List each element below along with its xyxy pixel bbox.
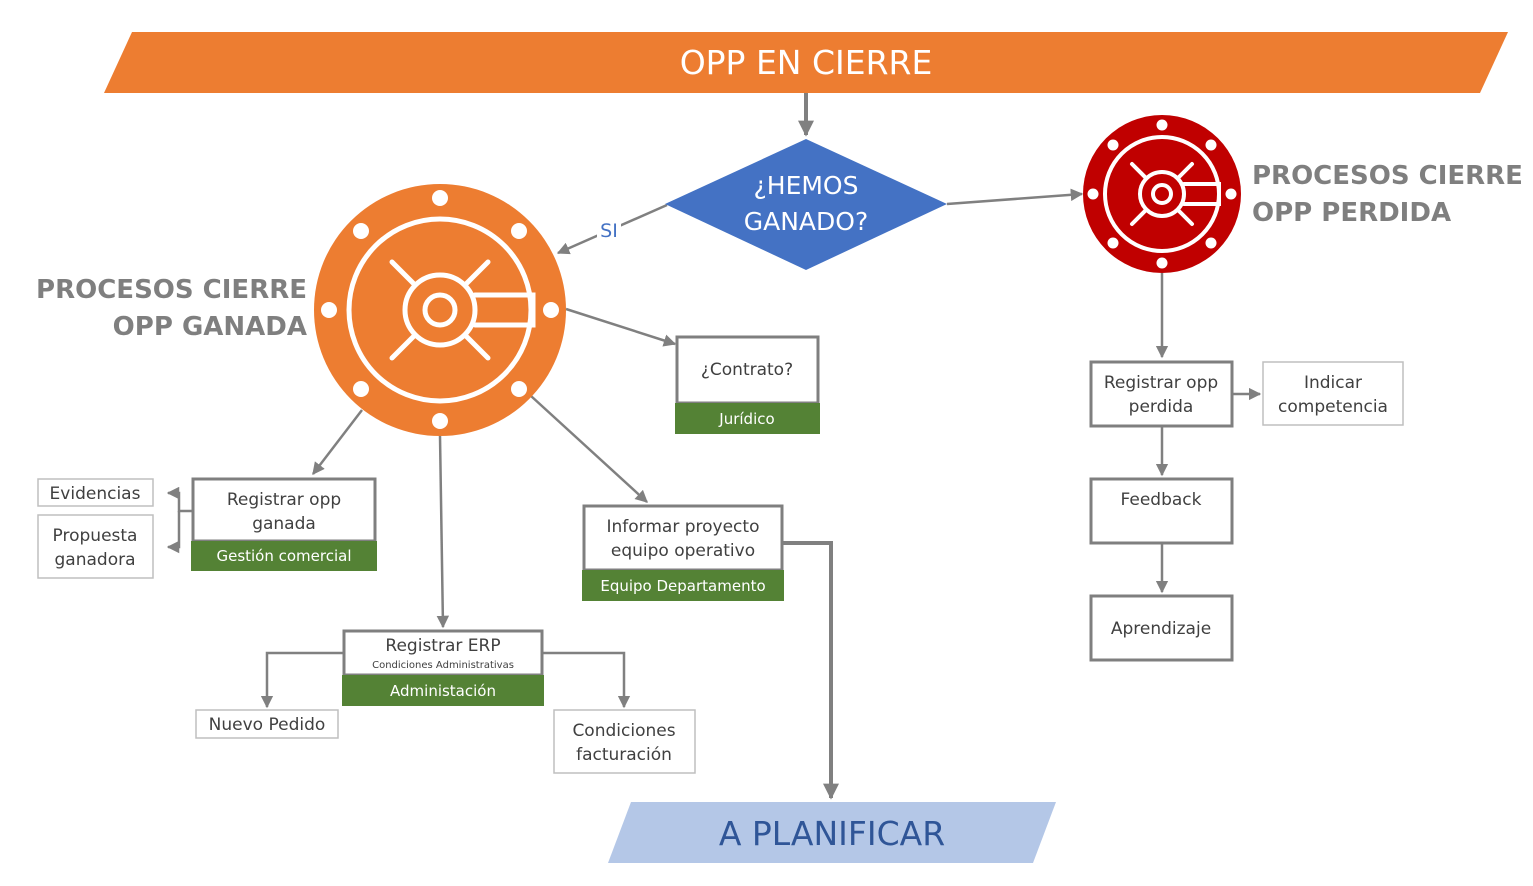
proposal-box: Propuesta ganadora (37, 514, 154, 579)
connector-register-evidence (166, 486, 192, 513)
connectors (166, 93, 1262, 800)
feedback-label: Feedback (1121, 490, 1202, 510)
billing-box: Condiciones facturación (553, 709, 696, 774)
lost-process-icon (1083, 115, 1241, 273)
erp-line1: Registrar ERP (385, 636, 500, 656)
lost-title-line1: PROCESOS CIERRE (1252, 161, 1523, 191)
register-lost-box: Registrar opp perdida (1089, 360, 1234, 428)
connector-decision-lost (946, 188, 1084, 206)
learning-box: Aprendizaje (1089, 594, 1234, 662)
connector-inform-plan (783, 541, 839, 800)
learning-label: Aprendizaje (1111, 619, 1211, 639)
billing-line1: Condiciones (572, 721, 675, 741)
won-process-icon (314, 184, 566, 436)
contract-owner: Jurídico (718, 410, 774, 428)
won-title-line1: PROCESOS CIERRE (36, 275, 307, 305)
new-order-box: Nuevo Pedido (195, 709, 339, 739)
erp-sub: Condiciones Administrativas (372, 660, 514, 671)
evidence-label: Evidencias (50, 484, 141, 504)
billing-line2: facturación (576, 745, 672, 765)
competition-line2: competencia (1278, 397, 1388, 417)
won-title-line2: OPP GANADA (113, 312, 307, 342)
header-banner: OPP EN CIERRE (104, 32, 1508, 93)
evidence-box: Evidencias (37, 478, 154, 507)
register-won-owner: Gestión comercial (216, 547, 351, 565)
connector-won-contract (565, 307, 677, 347)
connector-register-proposal (166, 511, 181, 554)
register-won-line1: Registrar opp (227, 490, 341, 510)
proposal-line1: Propuesta (53, 526, 138, 546)
register-lost-line1: Registrar opp (1104, 373, 1218, 393)
inform-box: Informar proyecto equipo operativo Equip… (582, 504, 784, 601)
competition-line1: Indicar (1304, 373, 1362, 393)
register-won-box: Registrar opp ganada Gestión comercial (191, 477, 377, 571)
contract-box: ¿Contrato? Jurídico (675, 335, 820, 434)
proposal-line2: ganadora (55, 550, 136, 570)
footer-title: A PLANIFICAR (719, 814, 945, 853)
inform-owner: Equipo Departamento (600, 577, 765, 595)
register-lost-line2: perdida (1129, 397, 1194, 417)
connector-won-inform (530, 395, 648, 503)
register-won-line2: ganada (252, 514, 316, 534)
feedback-box: Feedback (1089, 477, 1234, 545)
header-title: OPP EN CIERRE (680, 43, 933, 82)
decision-diamond: ¿HEMOS GANADO? (665, 139, 947, 270)
connector-won-erp (436, 435, 450, 629)
competition-box: Indicar competencia (1262, 361, 1404, 426)
decision-line2: GANADO? (744, 207, 868, 236)
lost-title-line2: OPP PERDIDA (1252, 198, 1451, 228)
yes-label: SI (600, 220, 618, 242)
connector-won-register (312, 409, 363, 475)
inform-line1: Informar proyecto (607, 517, 760, 537)
connector-erp-order (260, 651, 343, 709)
new-order-label: Nuevo Pedido (209, 715, 326, 735)
erp-box: Registrar ERP Condiciones Administrativa… (342, 629, 544, 706)
contract-label: ¿Contrato? (701, 360, 793, 380)
connector-erp-billing (543, 651, 631, 709)
decision-line1: ¿HEMOS (754, 171, 859, 200)
inform-line2: equipo operativo (611, 541, 755, 561)
erp-owner: Administación (390, 682, 496, 700)
footer-banner: A PLANIFICAR (608, 802, 1056, 863)
